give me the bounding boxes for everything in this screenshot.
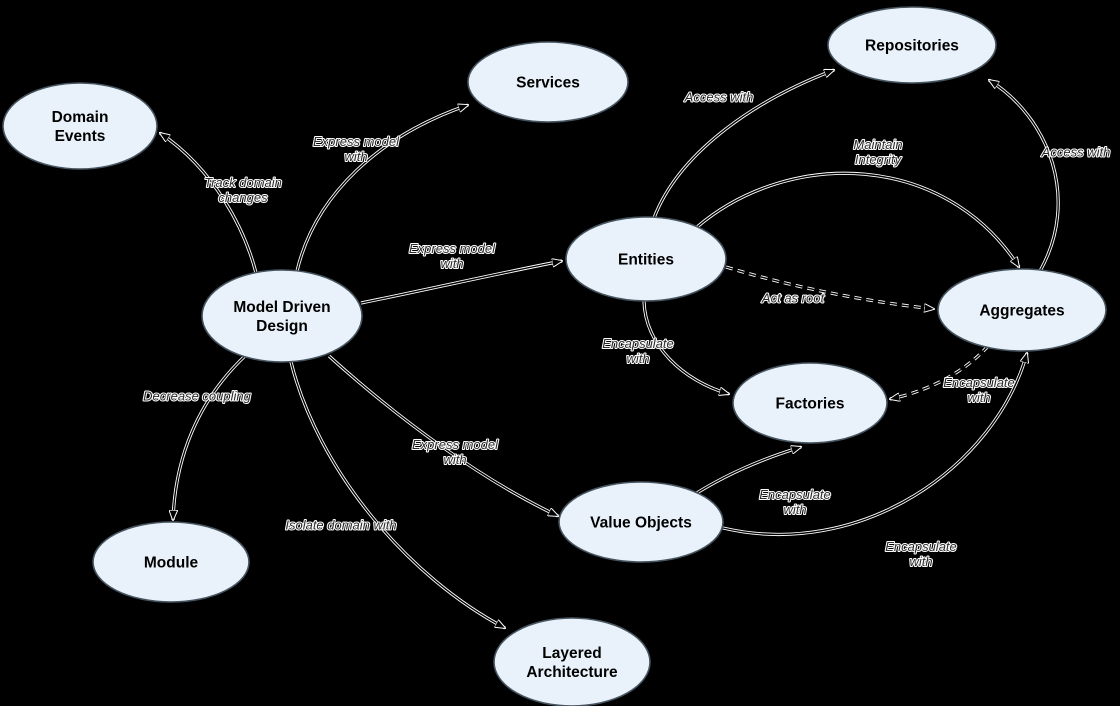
edge-maintain-integrity [696,172,1019,267]
node-layered-architecture-ellipse [493,617,651,706]
node-domain-events-ellipse [2,82,158,170]
node-services-label: Services [516,75,580,92]
edge-encapsulate-with-entities [643,300,729,394]
node-factories-ellipse [732,362,888,444]
edge-maintain-integrity-halo [695,171,1021,268]
node-entities-ellipse [565,216,727,302]
node-repositories: Repositories [827,6,997,84]
edge-isolate-domain-with [290,361,505,628]
node-module: Module [92,521,250,603]
node-module-ellipse [92,521,250,603]
edge-isolate-domain-with-halo [289,361,506,630]
edge-encapsulate-with-aggregates [890,345,989,399]
edge-express-model-with-services [296,105,468,272]
node-services-ellipse [467,41,629,123]
edge-express-model-with-entities [360,261,562,304]
node-value-objects-ellipse [558,481,724,563]
edge-decrease-coupling [173,354,247,520]
edge-decrease-coupling-halo [171,353,248,521]
node-aggregates-label: Aggregates [979,303,1064,320]
edge-access-with-aggregates-label: Access with [1041,145,1111,160]
node-model-driven-design-ellipse [201,269,363,363]
edge-isolate-domain-with-label: Isolate domain with [285,518,396,533]
edge-express-model-with-value-objects-halo [327,354,559,518]
node-services: Services [467,41,629,123]
node-entities: Entities [565,216,727,302]
node-repositories-label: Repositories [865,38,959,55]
edge-track-domain-changes [160,133,257,274]
edge-encapsulate-with-value-objects [691,447,801,497]
node-value-objects: Value Objects [558,481,724,563]
node-entities-label: Entities [618,252,674,269]
edge-encapsulate-with-vo-aggregates [722,353,1027,536]
edge-decrease-coupling-label: Decrease coupling [143,389,251,404]
node-module-label: Module [144,555,199,572]
node-factories: Factories [732,362,888,444]
node-aggregates-ellipse [937,268,1107,352]
edge-act-as-root-halo [725,265,935,311]
node-aggregates: Aggregates [937,268,1107,352]
node-factories-label: Factories [776,396,845,413]
edge-access-with-entities-label: Access with [684,90,754,105]
edge-access-with-entities [653,70,834,219]
edge-access-with-aggregates [989,80,1059,272]
edge-act-as-root-label: Act as root [761,291,826,306]
node-value-objects-label: Value Objects [590,515,692,532]
edge-act-as-root [725,266,934,309]
edge-express-model-with-value-objects [328,355,558,516]
node-repositories-ellipse [827,6,997,84]
